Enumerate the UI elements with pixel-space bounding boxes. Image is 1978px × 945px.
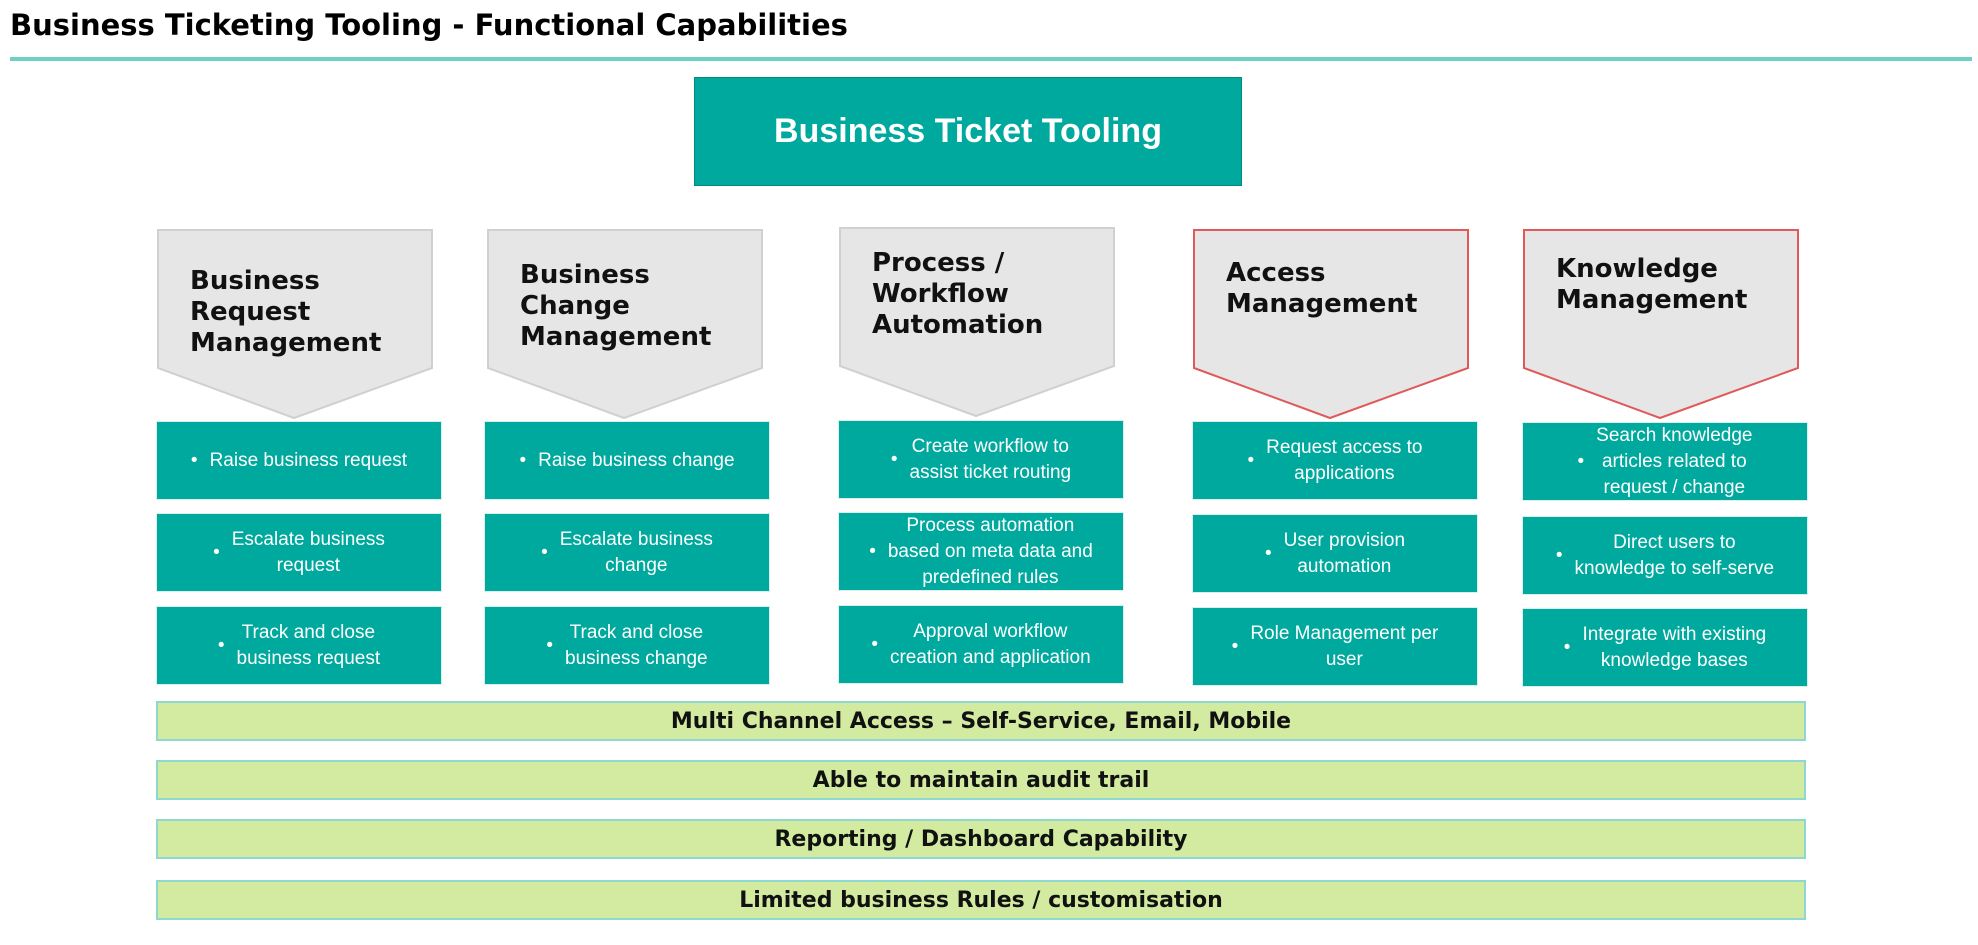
capability-bar-audit-trail: Able to maintain audit trail <box>156 760 1806 800</box>
capability-bar-multi-channel: Multi Channel Access – Self-Service, Ema… <box>156 701 1806 741</box>
chevron-shape <box>839 227 1115 418</box>
capability-item: •Process automation based on meta data a… <box>838 512 1124 591</box>
capability-item-text: Search knowledge articles related to req… <box>1596 424 1753 498</box>
capability-item-text: Direct users to knowledge to self-serve <box>1574 531 1775 579</box>
capability-item: •Role Management per user <box>1192 607 1478 686</box>
capability-item-text: Track and close business change <box>565 621 708 669</box>
capability-item-text: Create workflow to assist ticket routing <box>909 435 1072 483</box>
title-divider <box>10 57 1972 61</box>
capability-item: •User provision automation <box>1192 514 1478 593</box>
capability-item: •Direct users to knowledge to self-serve <box>1522 516 1808 595</box>
capability-item: •Raise business change <box>484 421 770 500</box>
capability-item-text: Track and close business request <box>236 621 381 669</box>
column-heading-business-change: Business Change Management <box>486 228 772 422</box>
capability-item-text: Process automation based on meta data an… <box>887 514 1093 588</box>
column-heading-business-request: Business Request Management <box>156 228 442 422</box>
chevron-shape <box>487 229 763 420</box>
capability-item-text: Integrate with existing knowledge bases <box>1582 623 1767 671</box>
capability-item-text: Escalate business request <box>231 528 385 576</box>
capability-item-text: Request access to applications <box>1266 436 1423 484</box>
capability-item: •Escalate business change <box>484 513 770 592</box>
capability-item: •Track and close business request <box>156 606 442 685</box>
column-heading-knowledge-management: Knowledge Management <box>1522 228 1808 422</box>
chevron-shape <box>1523 229 1799 420</box>
chevron-shape <box>1193 229 1469 420</box>
column-heading-label: Business Request Management <box>190 266 382 358</box>
capability-item-text: Role Management per user <box>1250 622 1439 670</box>
column-heading-label: Access Management <box>1226 258 1418 319</box>
capability-item: •Raise business request <box>156 421 442 500</box>
capability-item-text: Raise business change <box>538 449 735 471</box>
capability-item-text: Escalate business change <box>559 528 713 576</box>
column-heading-access-management: Access Management <box>1192 228 1478 422</box>
capability-item: •Escalate business request <box>156 513 442 592</box>
capability-item: •Request access to applications <box>1192 421 1478 500</box>
capability-item-text: User provision automation <box>1283 529 1406 577</box>
capability-bar-business-rules: Limited business Rules / customisation <box>156 880 1806 920</box>
column-heading-label: Business Change Management <box>520 260 712 352</box>
chevron-shape <box>157 229 433 420</box>
capability-item-text: Approval workflow creation and applicati… <box>889 620 1091 668</box>
page-title: Business Ticketing Tooling - Functional … <box>10 8 848 42</box>
main-capability-box: Business Ticket Tooling <box>694 77 1242 186</box>
capability-item: •Approval workflow creation and applicat… <box>838 605 1124 684</box>
capability-bar-reporting: Reporting / Dashboard Capability <box>156 819 1806 859</box>
capability-item: •Integrate with existing knowledge bases <box>1522 608 1808 687</box>
capability-item: •Track and close business change <box>484 606 770 685</box>
capability-item: •Create workflow to assist ticket routin… <box>838 420 1124 499</box>
column-heading-label: Process / Workflow Automation <box>872 248 1044 340</box>
capability-item: •Search knowledge articles related to re… <box>1522 422 1808 501</box>
column-heading-label: Knowledge Management <box>1556 254 1748 315</box>
column-heading-process-workflow: Process / Workflow Automation <box>838 226 1124 420</box>
capability-item-text: Raise business request <box>209 449 408 471</box>
